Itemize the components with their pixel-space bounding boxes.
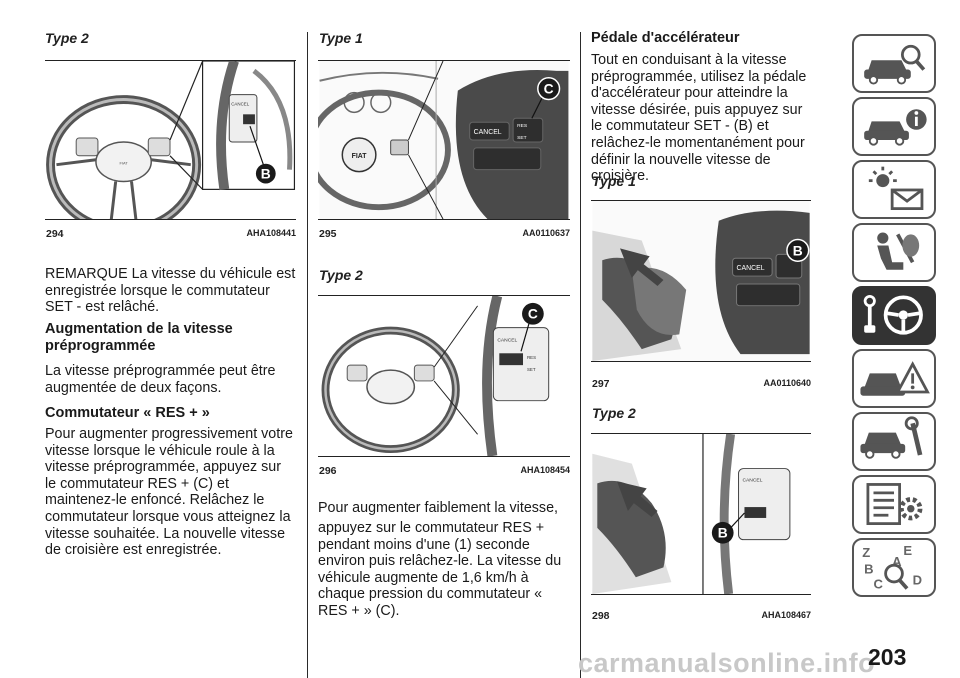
fig294-number: 294 (46, 228, 64, 240)
callout-c: C (544, 81, 554, 97)
svg-text:RES: RES (517, 123, 528, 129)
fig295-code: AA0110637 (522, 228, 570, 238)
fig298-type-label: Type 2 (592, 405, 636, 421)
fig297-number: 297 (592, 378, 610, 390)
fig296-type-label: Type 2 (319, 267, 363, 283)
specifications-icon (866, 483, 923, 526)
svg-text:E: E (903, 543, 912, 558)
tab-safety-airbag[interactable] (852, 223, 936, 282)
car-info-icon (864, 109, 927, 146)
fig298-number: 298 (592, 610, 610, 622)
figure-296: CANCEL RES SET C (318, 295, 570, 457)
svg-text:CANCEL: CANCEL (737, 265, 765, 272)
tab-emergency[interactable] (852, 349, 936, 408)
svg-text:SET: SET (527, 367, 536, 372)
fig298-code: AHA108467 (761, 610, 811, 620)
svg-text:RES: RES (527, 355, 536, 360)
column2-body-line1: Pour augmenter faiblement la vitesse, (318, 500, 558, 516)
svg-text:A: A (892, 554, 902, 569)
pedal-and-switch-type2: CANCEL B (592, 434, 810, 594)
tab-maintenance[interactable] (852, 412, 936, 471)
sub-heading-res: Commutateur « RES + » (45, 405, 210, 421)
steering-wheel-type2-closeup: CANCEL RES SET C (321, 296, 550, 456)
callout-b-297: B (793, 242, 803, 258)
svg-text:CANCEL: CANCEL (742, 477, 762, 483)
page-number: 203 (868, 644, 907, 670)
fig296-code: AHA108454 (520, 465, 570, 475)
svg-text:C: C (873, 576, 883, 591)
svg-text:FIAT: FIAT (352, 153, 368, 160)
callout-c-296: C (528, 306, 538, 322)
fig295-type-label: Type 1 (319, 30, 363, 46)
svg-text:FIAT: FIAT (119, 161, 128, 166)
callout-b-298: B (718, 525, 728, 541)
figure-294: FIAT CANCEL B (45, 60, 296, 220)
watermark: carmanualsonline.info (578, 648, 876, 678)
cockpit-type1-illustration: FIAT CANCEL RES SET C (318, 61, 569, 219)
car-search-icon (864, 44, 926, 85)
figure-298: CANCEL B (591, 433, 811, 595)
res-body-text: Pour augmenter progressivement votre vit… (45, 426, 293, 559)
airbag-seat-icon (877, 232, 920, 270)
car-maintenance-icon (860, 416, 923, 459)
tab-car-info[interactable] (852, 97, 936, 156)
pedal-and-switch-type1: CANCEL B (592, 201, 810, 361)
note-text: REMARQUE La vitesse du véhicule est enre… (45, 266, 296, 316)
section-intro: La vitesse préprogrammée peut être augme… (45, 363, 276, 396)
column2-body: appuyez sur le commutateur RES + pendant… (318, 520, 562, 619)
fig296-number: 296 (319, 465, 337, 477)
figure-297: CANCEL B (591, 200, 811, 362)
fig295-number: 295 (319, 228, 337, 240)
accelerator-heading: Pédale d'accélérateur (591, 30, 740, 46)
column-divider-2 (580, 32, 581, 678)
column-divider-1 (307, 32, 308, 678)
accelerator-body: Tout en conduisant à la vitesse préprogr… (591, 52, 807, 185)
svg-text:D: D (913, 573, 922, 588)
steering-wheel-type2-illustration: FIAT CANCEL B (46, 61, 296, 219)
tab-starting-driving[interactable] (852, 286, 936, 345)
svg-text:CANCEL: CANCEL (497, 337, 517, 343)
warning-lights-icon (868, 166, 924, 211)
figure-295: FIAT CANCEL RES SET C (318, 60, 570, 220)
tab-specifications[interactable] (852, 475, 936, 534)
svg-text:SET: SET (517, 135, 527, 141)
svg-text:CANCEL: CANCEL (474, 129, 502, 136)
key-steering-wheel-icon (863, 294, 923, 335)
tab-warning-lights[interactable] (852, 160, 936, 219)
svg-text:CANCEL: CANCEL (231, 101, 250, 106)
alphabetical-index-icon: Z E B A C D (862, 543, 922, 592)
tab-car-search[interactable] (852, 34, 936, 93)
fig294-type-label: Type 2 (45, 30, 89, 46)
tab-index[interactable]: Z E B A C D (852, 538, 936, 597)
fig297-code: AA0110640 (763, 378, 811, 388)
svg-text:Z: Z (862, 545, 870, 560)
fig297-type-label: Type 1 (592, 173, 636, 189)
section-heading: Augmentation de la vitesse préprogrammée (45, 321, 233, 354)
callout-b: B (261, 166, 271, 182)
svg-text:B: B (864, 562, 873, 577)
fig294-code: AHA108441 (246, 228, 296, 238)
roadside-emergency-icon (860, 361, 930, 396)
